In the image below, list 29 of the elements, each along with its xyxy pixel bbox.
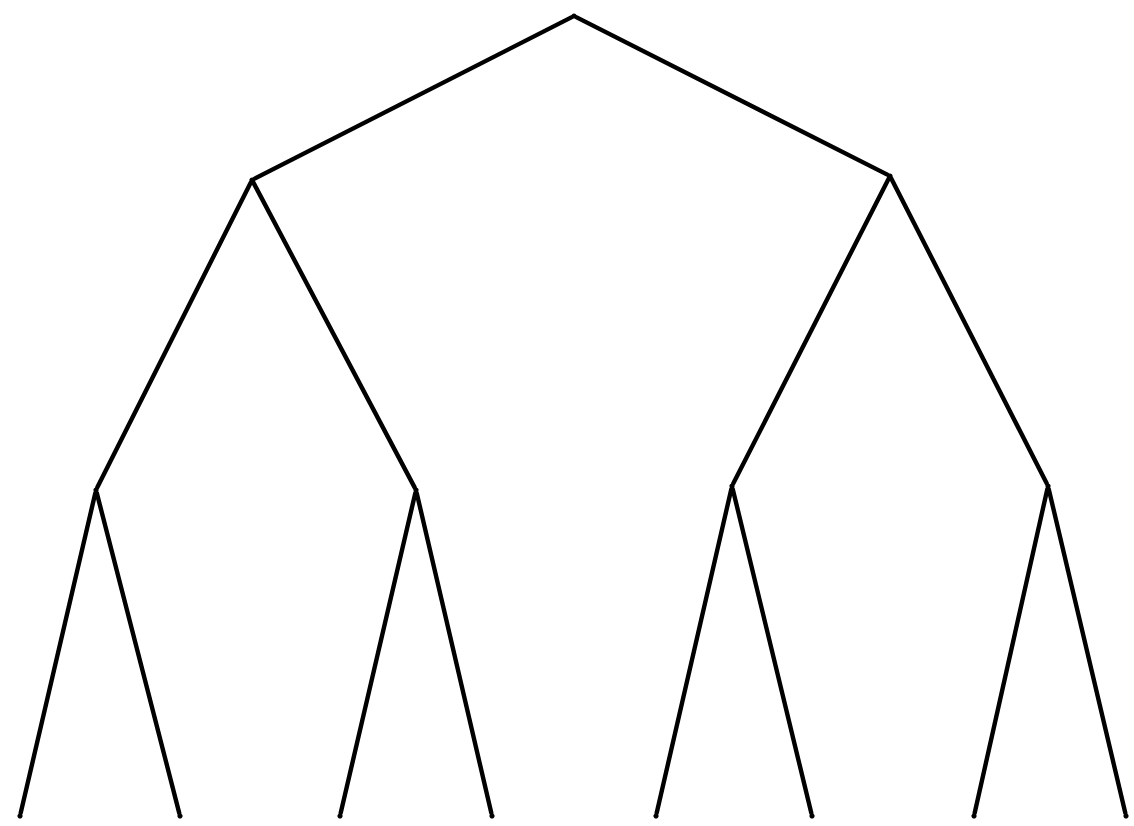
branch-line (972, 486, 1050, 816)
branch-point (887, 173, 893, 179)
branch-point (249, 177, 255, 183)
branch-point (17, 813, 23, 819)
branch-point (653, 813, 659, 819)
branch-line (1046, 486, 1128, 816)
branch-line (574, 15, 890, 177)
branch-point (337, 813, 343, 819)
branch-point (93, 487, 99, 493)
branch-line (731, 176, 891, 486)
branch-point (489, 813, 495, 819)
branch-point (729, 483, 735, 489)
branch-line (18, 490, 98, 816)
branch-line (251, 180, 417, 490)
branch-point (971, 813, 977, 819)
branch-line (730, 486, 814, 816)
branch-point (571, 13, 577, 19)
branch-line (338, 490, 418, 816)
branch-line (654, 486, 734, 816)
branch-point (1045, 483, 1051, 489)
branch-point (809, 813, 815, 819)
branch-line (95, 180, 253, 490)
branch-line (94, 490, 182, 816)
branch-line (889, 176, 1049, 486)
branch-line (252, 15, 574, 181)
branch-point (1123, 813, 1129, 819)
branch-point (177, 813, 183, 819)
branch-line (414, 490, 494, 816)
branch-point (413, 487, 419, 493)
